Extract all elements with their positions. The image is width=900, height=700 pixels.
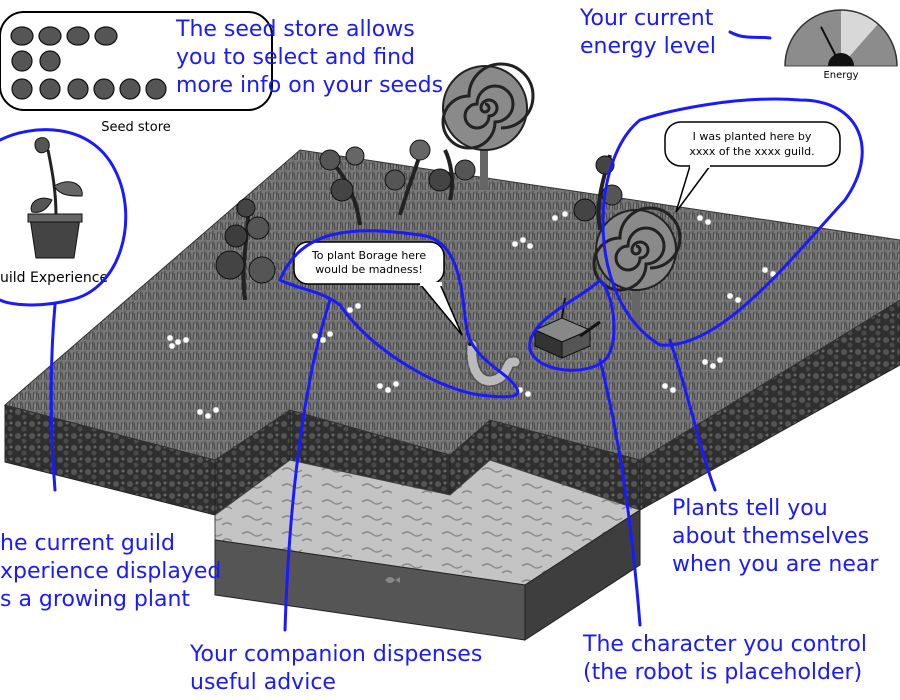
guild-experience-label: uild Experience <box>0 270 108 286</box>
spiral-tree-back <box>441 62 535 190</box>
annotation-energy-line2: energy level <box>580 34 716 59</box>
annotation-seed-store-line2: you to select and find <box>176 45 416 70</box>
annotation-energy: Your current energy level <box>580 5 716 61</box>
annotation-plants: Plants tell you about themselves when yo… <box>672 495 878 579</box>
plant-cluster-back <box>319 139 476 226</box>
annotation-seed-store-line3: more info on your seeds <box>176 73 444 98</box>
flowers <box>166 210 777 420</box>
annotation-companion: Your companion dispenses useful advice <box>190 641 482 697</box>
guild-experience-plant: uild Experience <box>0 137 108 286</box>
annotation-seed-store-line1: The seed store allows <box>176 17 415 42</box>
plant-speech-line1: I was planted here by <box>693 130 812 143</box>
robot-character[interactable] <box>533 297 601 359</box>
companion-speech-line2: would be madness! <box>315 263 423 276</box>
energy-gauge: Energy <box>784 9 898 81</box>
annotation-plants-line1: Plants tell you <box>672 496 828 521</box>
energy-needle <box>820 26 842 67</box>
seed-store-panel[interactable]: Seed store <box>0 11 273 135</box>
annotation-character-line2: (the robot is placeholder) <box>583 660 863 685</box>
plant-speech-bubble: I was planted here by xxxx of the xxxx g… <box>664 121 841 213</box>
annotation-character-line1: The character you control <box>583 632 867 657</box>
companion-speech-bubble: To plant Borage here would be madness! <box>293 241 463 336</box>
companion-worm[interactable] <box>465 339 521 387</box>
annotation-strokes <box>0 30 864 632</box>
plant-speech-line2: xxxx of the xxxx guild. <box>689 145 814 158</box>
energy-label: Energy <box>823 70 858 81</box>
annotation-guild-line2: xperience displayed <box>0 559 222 584</box>
plant-cluster-left <box>215 198 276 301</box>
annotation-companion-line2: useful advice <box>190 670 336 695</box>
seed-store-label: Seed store <box>101 120 171 135</box>
annotation-character: The character you control (the robot is … <box>583 631 867 687</box>
annotation-guild-line1: he current guild <box>0 531 175 556</box>
companion-speech-line1: To plant Borage here <box>311 249 426 262</box>
annotation-guild-experience: he current guild xperience displayed s a… <box>0 530 221 614</box>
spiral-tree-front <box>592 206 682 330</box>
annotation-plants-line2: about themselves <box>672 524 870 549</box>
annotation-companion-line1: Your companion dispenses <box>190 642 483 667</box>
annotation-seed-store: The seed store allows you to select and … <box>176 16 443 100</box>
annotation-plants-line3: when you are near <box>672 552 879 577</box>
annotation-energy-line1: Your current <box>580 6 714 31</box>
water-pool <box>214 459 642 641</box>
seed-icons <box>10 26 167 100</box>
annotation-guild-line3: s a growing plant <box>0 587 191 612</box>
